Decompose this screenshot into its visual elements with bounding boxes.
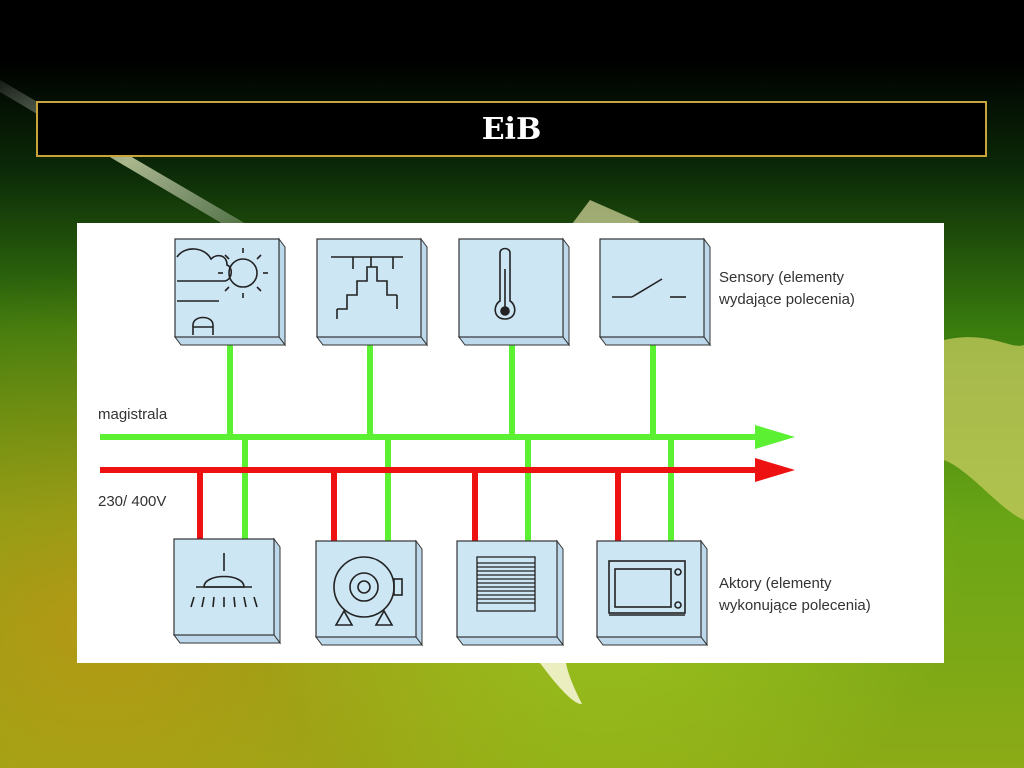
actors-label-line2: wykonujące polecenia) [719,597,871,614]
blinds-icon [476,556,536,612]
power-arrowhead [755,458,795,482]
actors-label-line1: Aktory (elementy [719,575,832,592]
bus-arrowhead [755,425,795,449]
motor-icon [333,556,403,626]
bus-label: magistrala [98,406,168,423]
sensor-device-weather [174,237,286,347]
weather-station-icon [176,248,268,335]
thermometer-icon [494,247,516,320]
power-label: 230/ 400V [98,493,167,510]
eib-diagram-panel: Sensory (elementy wydające polecenia) ma… [77,223,944,663]
heater-panel-icon [608,560,686,616]
eib-diagram [100,237,795,647]
sensors-label-line2: wydające polecenia) [719,291,855,308]
actor-bus-connectors [242,437,674,541]
actor-device-lamp [173,537,281,645]
sensors-label-line1: Sensory (elementy [719,269,845,286]
sensor-device-thermostat [458,237,570,347]
sensor-connectors [227,343,656,437]
switch-icon [612,278,686,298]
sensor-device-switch [599,237,711,347]
sensor-device-staircase [316,237,428,347]
title-bar: EiB [36,101,987,157]
actor-device-heater [596,539,708,647]
slide-title: EiB [481,111,542,147]
actor-power-connectors [197,470,621,541]
staircase-light-icon [331,256,403,319]
ceiling-lamp-icon [190,553,258,608]
actor-device-blinds [456,539,564,647]
actor-device-motor [315,539,423,647]
